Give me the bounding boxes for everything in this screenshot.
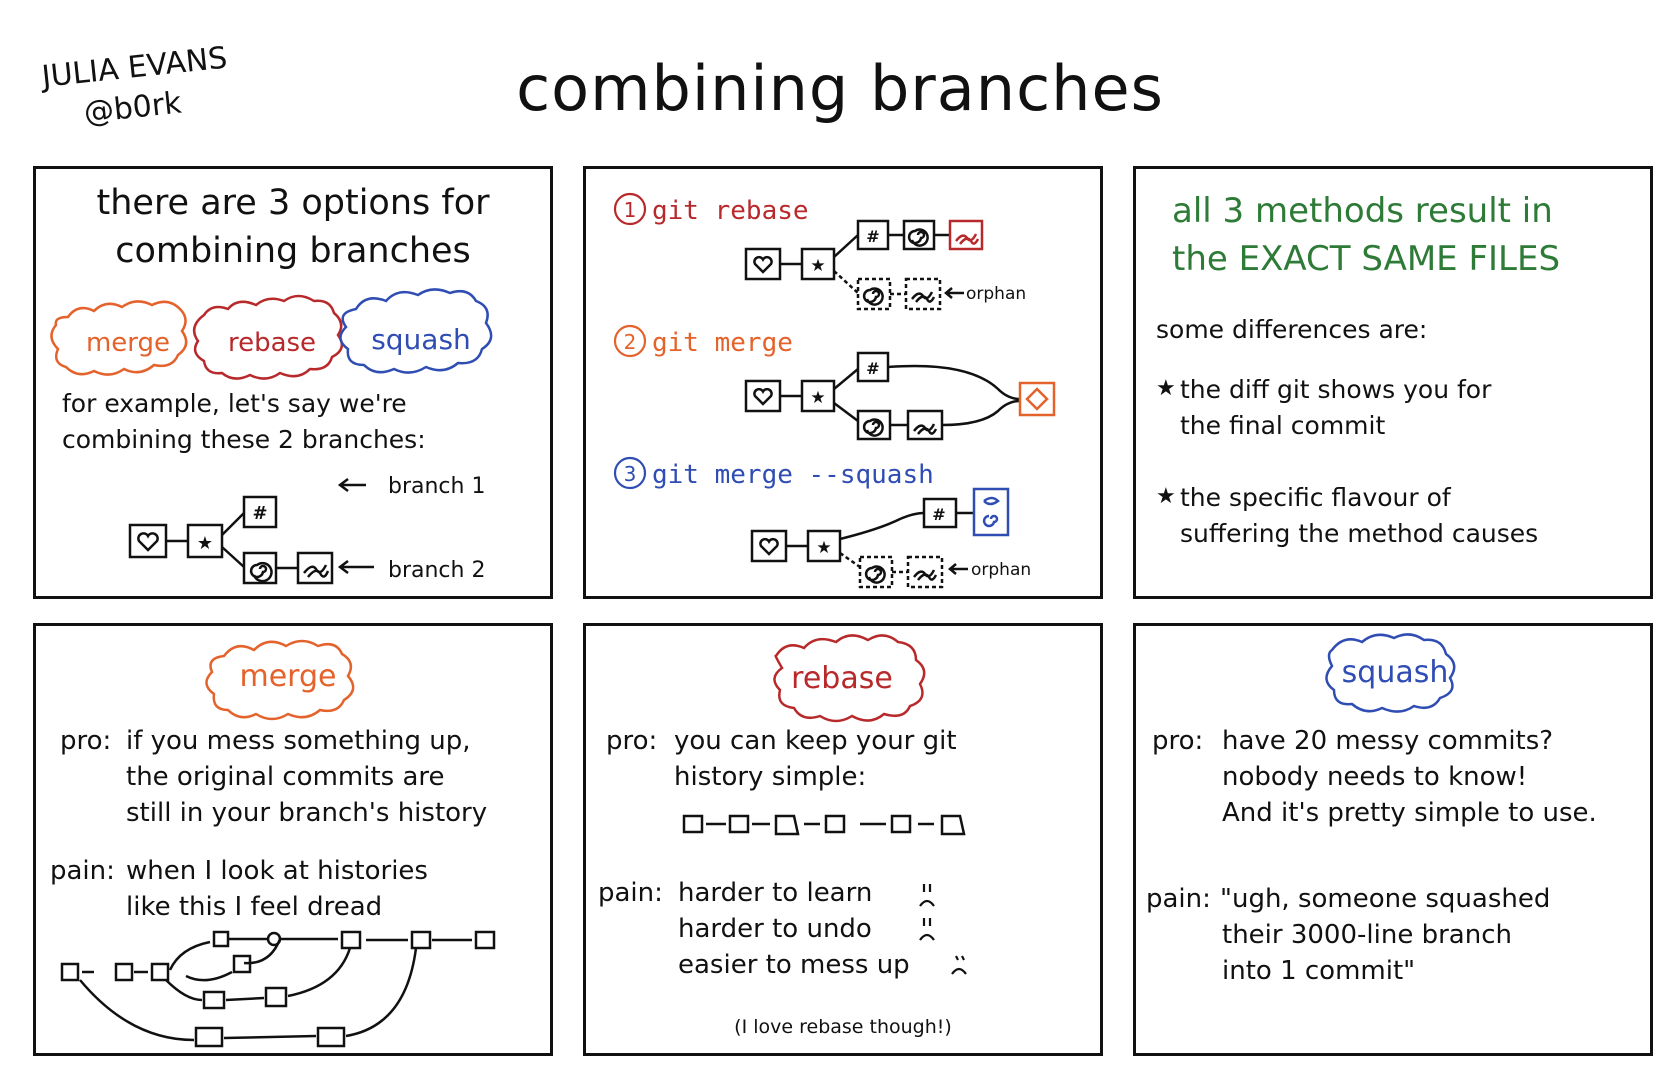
spiral-icon <box>249 561 273 583</box>
squash-pain-line2: their 3000-line branch <box>1222 920 1512 950</box>
squash-pro-line2: nobody needs to know! <box>1222 762 1528 792</box>
intro-squash-label: squash <box>371 323 471 356</box>
method-labels: merge rebase squash <box>50 288 493 380</box>
svg-text:★: ★ <box>816 538 831 558</box>
svg-text:★: ★ <box>810 388 825 408</box>
squash-pain-line1: "ugh, someone squashed <box>1220 884 1551 914</box>
merge-pain-line1: when I look at histories <box>126 856 428 886</box>
svg-text:#: # <box>866 227 879 246</box>
merge-pain-label: pain: <box>50 856 115 886</box>
star-glyph: ★ <box>197 533 213 554</box>
number-2-badge <box>613 324 647 358</box>
rebase-cloud-icon <box>773 634 926 723</box>
results-point2-line2: suffering the method causes <box>1180 519 1539 548</box>
sad-face-icon <box>919 933 935 941</box>
squash-orphan-label: orphan <box>971 560 1031 580</box>
methods-panel: 1 git rebase ★ # orphan 2 <box>583 166 1103 599</box>
squiggle-icon <box>303 564 330 578</box>
sad-faces <box>919 884 967 975</box>
number-1-badge <box>613 192 647 226</box>
branch2-arrow-icon <box>337 560 374 574</box>
rebase-number: 1 <box>624 198 637 222</box>
rebase-pain-line1: harder to learn <box>678 878 873 908</box>
bullet-star-icon: ★ <box>1156 484 1176 509</box>
merge-pro-line1: if you mess something up, <box>126 726 471 756</box>
squash-number: 3 <box>624 462 637 486</box>
bullet-star-icon: ★ <box>1156 376 1176 401</box>
merge-pain-line2: like this I feel dread <box>126 892 383 922</box>
results-heading-line1: all 3 methods result in <box>1172 191 1553 231</box>
linear-history-diagram <box>682 814 966 836</box>
intro-example-line1: for example, let's say we're <box>62 389 407 418</box>
rebase-orphan-label: orphan <box>966 284 1026 304</box>
branch1-arrow-icon <box>337 478 366 492</box>
svg-text:★: ★ <box>810 256 825 276</box>
rebase-footnote: (I love rebase though!) <box>734 1016 952 1038</box>
results-panel: all 3 methods result in the EXACT SAME F… <box>1133 166 1653 599</box>
rebase-cloud-icon <box>192 294 344 380</box>
svg-text:#: # <box>932 505 945 524</box>
results-heading-line2: the EXACT SAME FILES <box>1172 239 1561 279</box>
merge-pro-line3: still in your branch's history <box>126 798 488 828</box>
results-point1-line2: the final commit <box>1180 411 1386 440</box>
squash-panel-label: squash <box>1342 655 1449 690</box>
merge-number: 2 <box>624 330 637 354</box>
intro-heading-line2: combining branches <box>115 231 471 271</box>
squash-header: squash <box>1325 633 1456 713</box>
intro-branch-diagram: ★ # branch 1 branch 2 <box>128 474 485 585</box>
results-point1-line1: the diff git shows you for <box>1180 375 1492 404</box>
merge-panel-label: merge <box>240 659 337 694</box>
merge-header: merge <box>205 639 355 721</box>
intro-heading-line1: there are 3 options for <box>96 183 490 223</box>
rebase-command: git rebase <box>652 196 809 226</box>
squash-pro-line1: have 20 messy commits? <box>1222 726 1554 756</box>
rebase-pro-line2: history simple: <box>674 762 867 792</box>
squash-cloud-icon <box>339 288 493 374</box>
rebase-pain-line2: harder to undo <box>678 914 872 944</box>
squash-pain-line3: into 1 commit" <box>1222 956 1416 986</box>
branch1-label: branch 1 <box>388 474 485 499</box>
sad-face-icon <box>919 899 935 907</box>
heart-commit-icon <box>128 523 168 559</box>
squash-pro-line3: And it's pretty simple to use. <box>1222 798 1597 828</box>
intro-panel: there are 3 options for combining branch… <box>33 166 553 599</box>
intro-rebase-label: rebase <box>228 328 316 358</box>
author-signature: JULIA EVANS @b0rk <box>40 39 233 138</box>
merge-panel: merge pro: if you mess something up, the… <box>33 623 553 1056</box>
squiggle-commit-icon <box>296 551 334 585</box>
results-point2-line1: the specific flavour of <box>1180 483 1451 512</box>
rebase-pro-label: pro: <box>606 726 658 756</box>
squash-panel: squash pro: have 20 messy commits? nobod… <box>1133 623 1653 1056</box>
rebase-pain-line3: easier to mess up <box>678 950 910 980</box>
intro-merge-label: merge <box>86 328 170 358</box>
squash-pain-label: pain: <box>1146 884 1211 914</box>
hash-glyph: # <box>252 503 267 524</box>
methods-diagram: 1 git rebase ★ # orphan 2 <box>613 192 1056 589</box>
rebase-header: rebase <box>773 634 926 723</box>
results-diff-intro: some differences are: <box>1156 315 1428 344</box>
merge-cloud-icon <box>50 300 188 376</box>
rebase-panel-label: rebase <box>791 661 893 696</box>
merge-pro-label: pro: <box>60 726 112 756</box>
squash-command: git merge --squash <box>652 460 934 490</box>
merge-command: git merge <box>652 328 793 358</box>
rebase-pain-label: pain: <box>598 878 663 908</box>
squash-pro-label: pro: <box>1152 726 1204 756</box>
number-3-badge <box>613 456 647 490</box>
heart-icon <box>137 532 159 552</box>
intro-example-line2: combining these 2 branches: <box>62 425 426 454</box>
svg-text:#: # <box>866 359 879 378</box>
merge-cloud-icon <box>205 639 355 721</box>
rebase-panel: rebase pro: you can keep your git histor… <box>583 623 1103 1056</box>
page-title: combining branches <box>516 52 1164 125</box>
merge-pro-line2: the original commits are <box>126 762 445 792</box>
rebase-pro-line1: you can keep your git <box>674 726 957 756</box>
messy-history-diagram <box>60 930 496 1048</box>
squash-cloud-icon <box>1325 633 1456 713</box>
star-commit-icon <box>186 523 224 559</box>
branch2-label: branch 2 <box>388 558 485 583</box>
sad-face-icon <box>951 967 967 975</box>
hash-commit-icon <box>242 495 278 529</box>
